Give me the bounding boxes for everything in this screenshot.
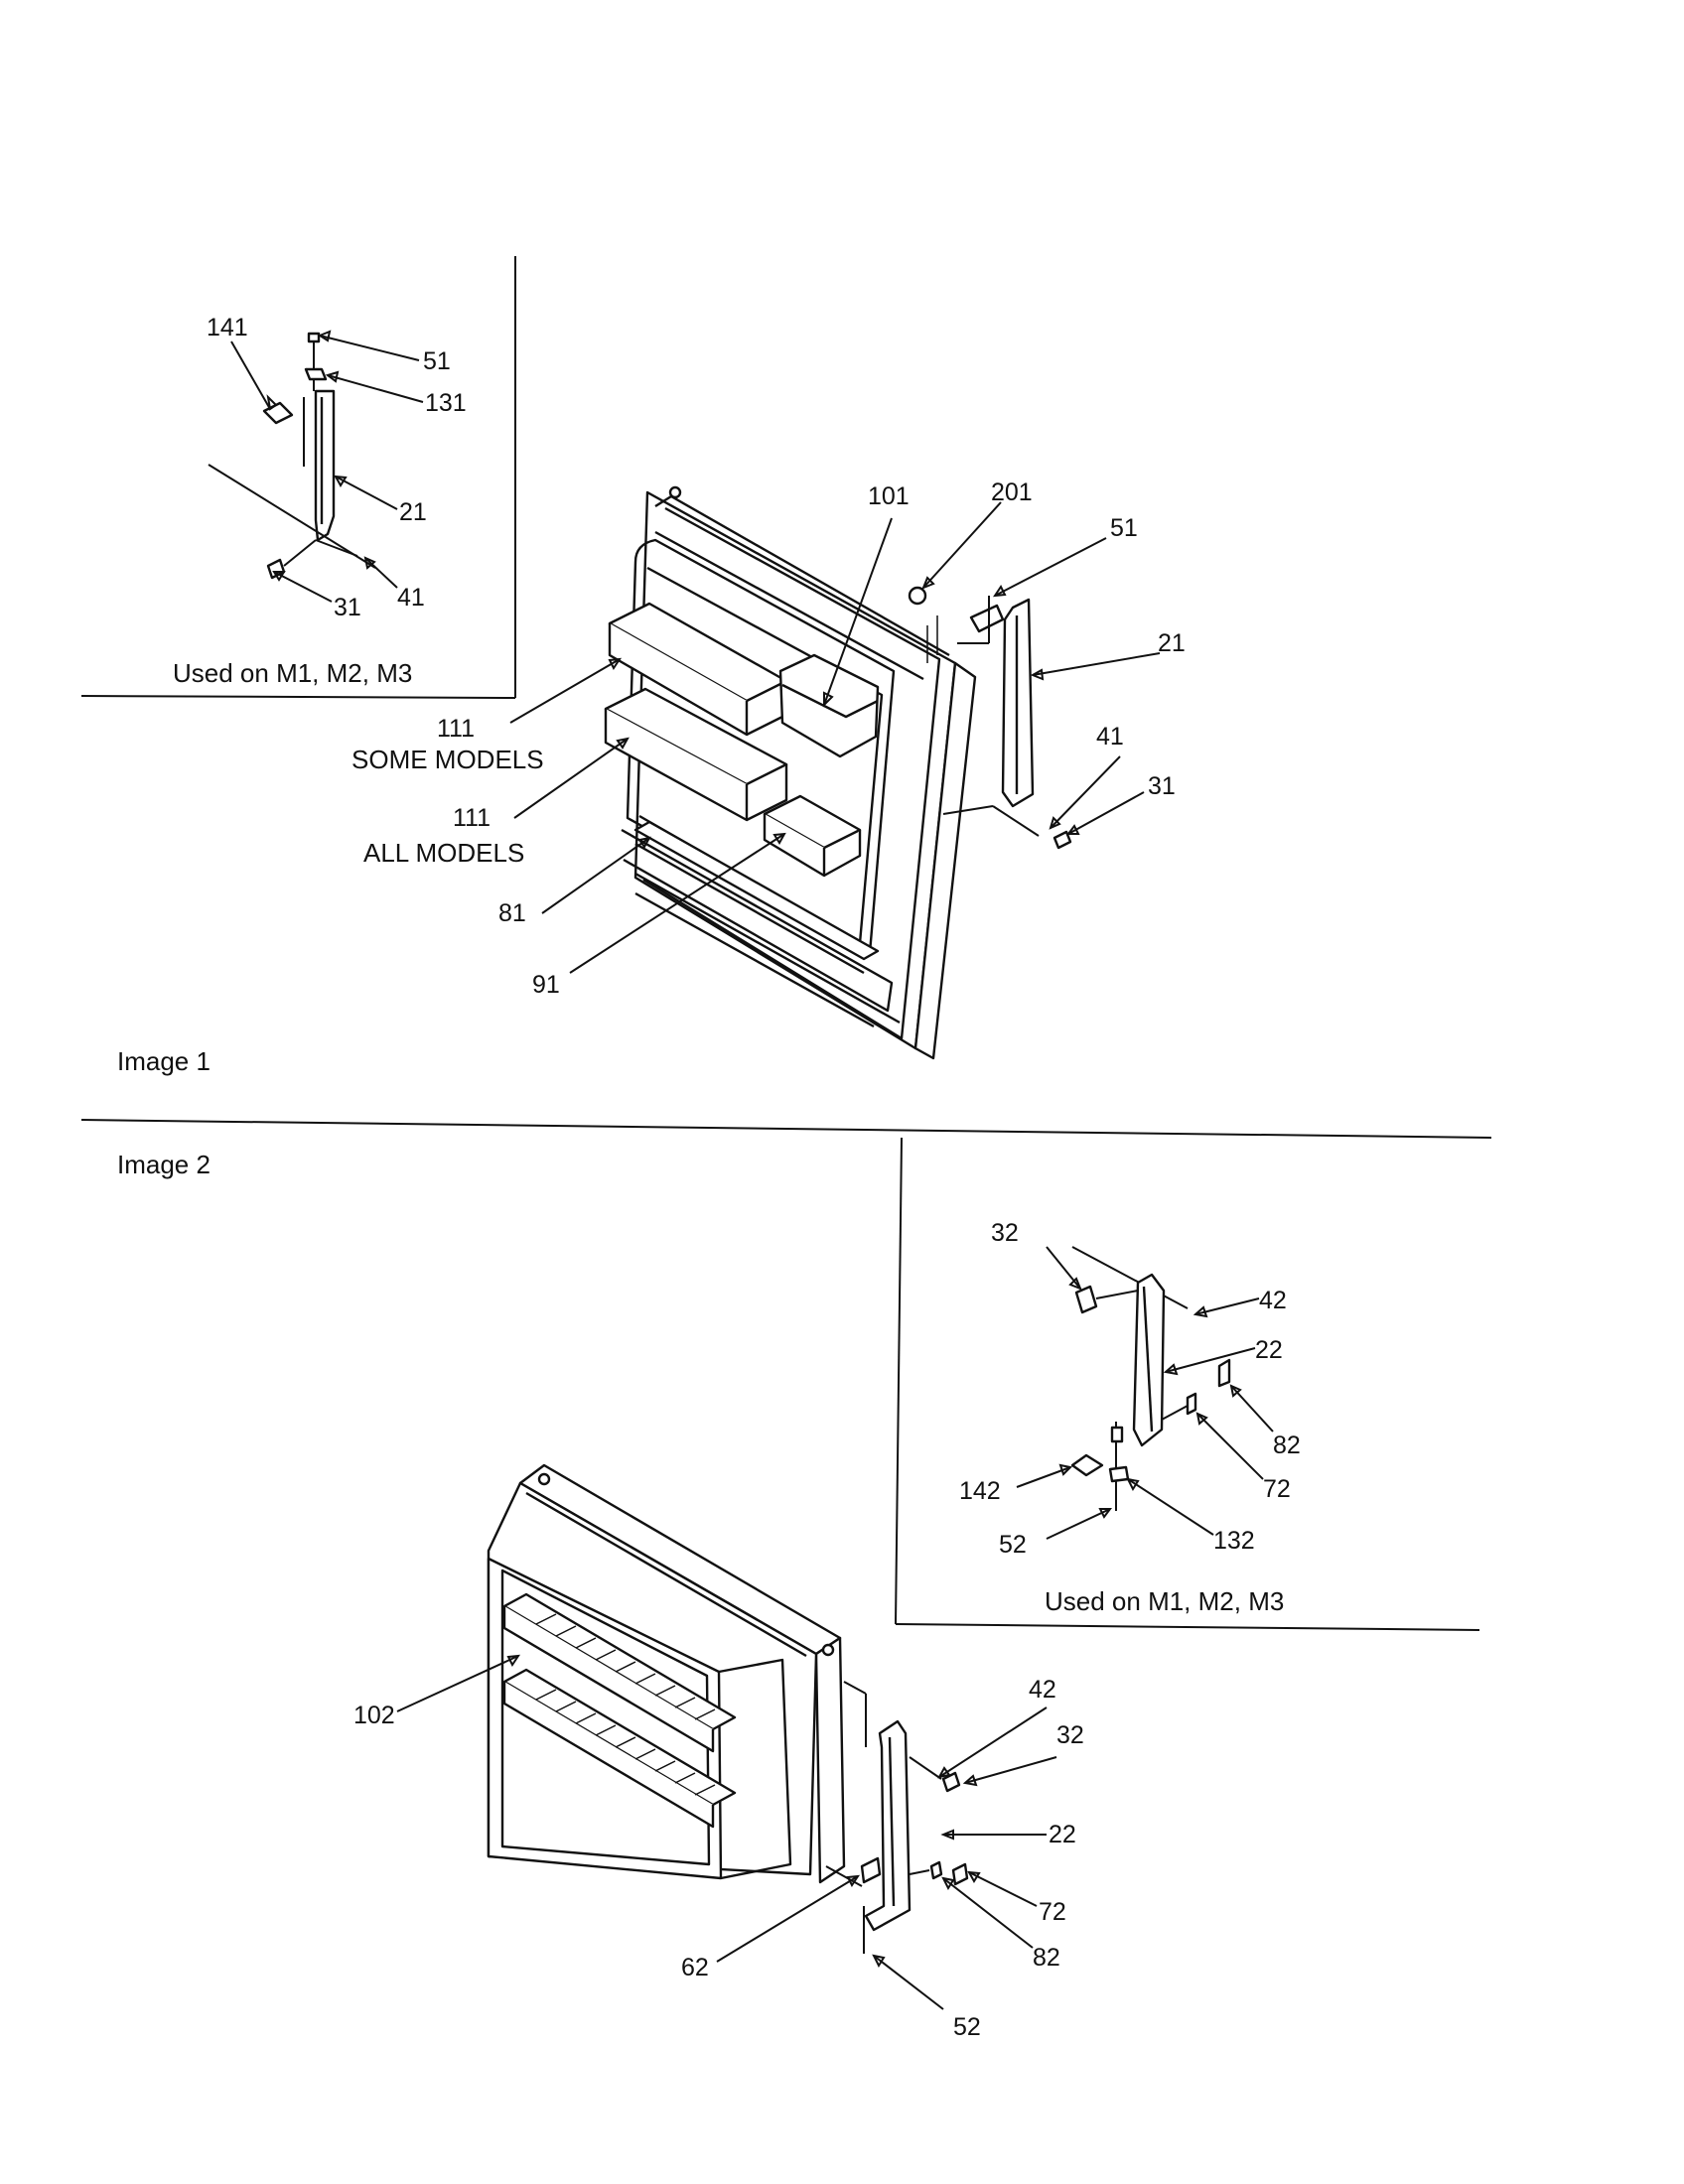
image2-inset-note: Used on M1, M2, M3	[1045, 1586, 1284, 1616]
callout-31-main: 31	[1148, 772, 1176, 800]
callout-42: 42	[1259, 1287, 1287, 1314]
callout-81: 81	[498, 899, 526, 927]
image1-fresh-food-door: 101 201 51 21 41 31 111 SOME MODELS 111 …	[117, 478, 1186, 1076]
callout-62: 62	[681, 1954, 709, 1981]
callout-72-main: 72	[1039, 1898, 1066, 1926]
callout-41-main: 41	[1096, 723, 1124, 751]
callout-91: 91	[532, 971, 560, 999]
callout-141: 141	[207, 314, 248, 341]
callout-41: 41	[397, 584, 425, 612]
image2-inset-hinge-parts: 32 42 22 82 72 142 52 132 Used on M1, M2…	[959, 1219, 1301, 1616]
callout-82: 82	[1273, 1432, 1301, 1459]
callout-201: 201	[991, 478, 1033, 506]
callout-32: 32	[991, 1219, 1019, 1247]
callout-52: 52	[999, 1531, 1027, 1559]
callout-52-main: 52	[953, 2013, 981, 2041]
callout-142: 142	[959, 1477, 1001, 1505]
callout-72: 72	[1263, 1475, 1291, 1503]
callout-82-main: 82	[1033, 1944, 1060, 1972]
note-some-models: SOME MODELS	[351, 745, 544, 774]
callout-111-top: 111	[437, 715, 475, 743]
note-all-models: ALL MODELS	[363, 838, 524, 868]
image1-inset-hinge-parts: 141 51 131 21 31 41 Used on M1, M2, M3	[173, 314, 467, 688]
callout-22-main: 22	[1049, 1821, 1076, 1848]
callout-22: 22	[1255, 1336, 1283, 1364]
callout-51-main: 51	[1110, 514, 1138, 542]
callout-111-middle: 111	[453, 804, 491, 832]
callout-132: 132	[1213, 1527, 1255, 1555]
callout-51: 51	[423, 347, 451, 375]
image1-inset-note: Used on M1, M2, M3	[173, 658, 412, 688]
shelf-slats-upper	[535, 1613, 716, 1720]
callout-21: 21	[399, 498, 427, 526]
shelf-slats-lower	[535, 1689, 716, 1796]
callout-42-main: 42	[1029, 1676, 1056, 1704]
image1-caption: Image 1	[117, 1046, 210, 1076]
image2-freezer-door: 102 42 32 22 72 82 62 52	[353, 1463, 1084, 2041]
callout-131: 131	[425, 389, 467, 417]
image2-caption: Image 2	[117, 1150, 210, 1179]
callout-32-main: 32	[1056, 1721, 1084, 1749]
callout-101: 101	[868, 482, 910, 510]
callout-31: 31	[334, 594, 361, 621]
callout-21-main: 21	[1158, 629, 1186, 657]
callout-102: 102	[353, 1702, 395, 1729]
frame-lines	[80, 256, 1492, 1631]
